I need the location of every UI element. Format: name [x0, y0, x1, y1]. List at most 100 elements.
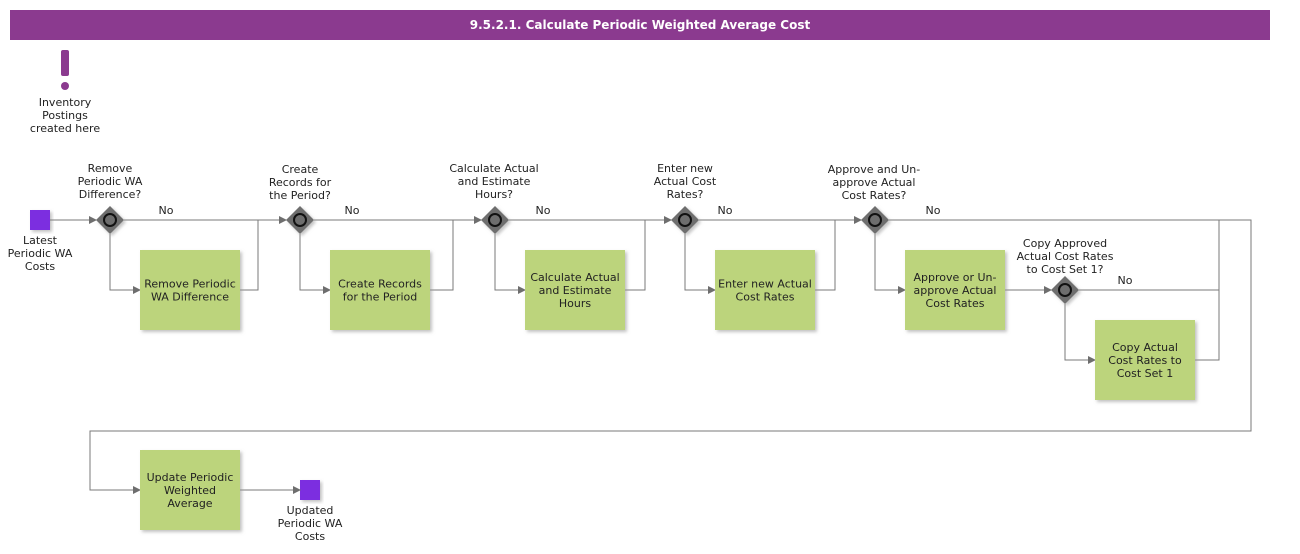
gateway-no-label: No: [159, 204, 174, 217]
label-line: created here: [30, 122, 100, 135]
task-box: [140, 250, 240, 330]
gateway-diamond: [96, 206, 124, 234]
label-line: Calculate Actual: [449, 162, 538, 175]
label-line: Remove Periodic: [144, 278, 236, 291]
label-line: for the Period: [343, 291, 417, 304]
gateway-marker: [103, 213, 117, 227]
label-line: Hours: [559, 297, 591, 310]
label-line: Average: [167, 497, 212, 510]
label-line: Weighted: [164, 484, 216, 497]
gateway-marker: [1058, 283, 1072, 297]
sequence-flows: [50, 216, 1252, 494]
label-line: Cost Rates to: [1108, 354, 1182, 367]
label-line: WA Difference: [151, 291, 229, 304]
label-line: Enter new Actual: [718, 278, 812, 291]
gateway-marker: [293, 213, 307, 227]
gateway-diamond: [481, 206, 509, 234]
gateway-no-label: No: [926, 204, 941, 217]
label-line: Actual Cost: [654, 175, 717, 188]
gateway-diamond: [671, 206, 699, 234]
label-line: Periodic WA: [8, 247, 73, 260]
label-line: to Cost Set 1?: [1027, 263, 1104, 276]
label-line: Costs: [25, 260, 55, 273]
gateway-diamond: [1051, 276, 1079, 304]
label-line: Cost Rates: [926, 297, 985, 310]
gateway-no-label: No: [1118, 274, 1133, 287]
label-line: Copy Approved: [1023, 237, 1107, 250]
gateway-diamond: [861, 206, 889, 234]
label-line: and Estimate: [539, 284, 612, 297]
label-line: Enter new: [657, 162, 713, 175]
label-line: approve Actual: [833, 176, 916, 189]
label-line: Periodic WA: [278, 517, 343, 530]
label-line: Remove: [88, 162, 133, 175]
label-line: Records for: [269, 176, 332, 189]
task-box: [525, 250, 625, 330]
diagram-title: 9.5.2.1. Calculate Periodic Weighted Ave…: [10, 10, 1270, 40]
label-line: approve Actual: [914, 284, 997, 297]
label-line: Cost Set 1: [1117, 367, 1174, 380]
label-line: the Period?: [269, 189, 331, 202]
label-line: Create: [282, 163, 319, 176]
label-line: Cost Rates: [736, 291, 795, 304]
label-line: Difference?: [79, 188, 142, 201]
gateway-no-label: No: [718, 204, 733, 217]
gateway-no-label: No: [536, 204, 551, 217]
task-box: [1095, 320, 1195, 400]
gateway-diamond: [286, 206, 314, 234]
label-line: Copy Actual: [1112, 341, 1178, 354]
gateway-no-label: No: [345, 204, 360, 217]
gateway-marker: [868, 213, 882, 227]
label-line: Cost Rates?: [842, 189, 907, 202]
label-line: Periodic WA: [78, 175, 143, 188]
label-line: and Estimate: [458, 175, 531, 188]
task-box: [905, 250, 1005, 330]
label-line: Inventory: [39, 96, 92, 109]
label-line: Update Periodic: [147, 471, 234, 484]
label-line: Actual Cost Rates: [1017, 250, 1114, 263]
exclamation-icon: [61, 50, 69, 90]
label-line: Create Records: [338, 278, 422, 291]
gateway-marker: [678, 213, 692, 227]
label-line: Postings: [42, 109, 88, 122]
gateway-marker: [488, 213, 502, 227]
label-line: Rates?: [667, 188, 704, 201]
label-line: Costs: [295, 530, 325, 543]
task-box: [715, 250, 815, 330]
task-box: [140, 450, 240, 530]
label-line: Latest: [23, 234, 58, 247]
label-line: Approve or Un-: [913, 271, 996, 284]
label-line: Hours?: [475, 188, 513, 201]
